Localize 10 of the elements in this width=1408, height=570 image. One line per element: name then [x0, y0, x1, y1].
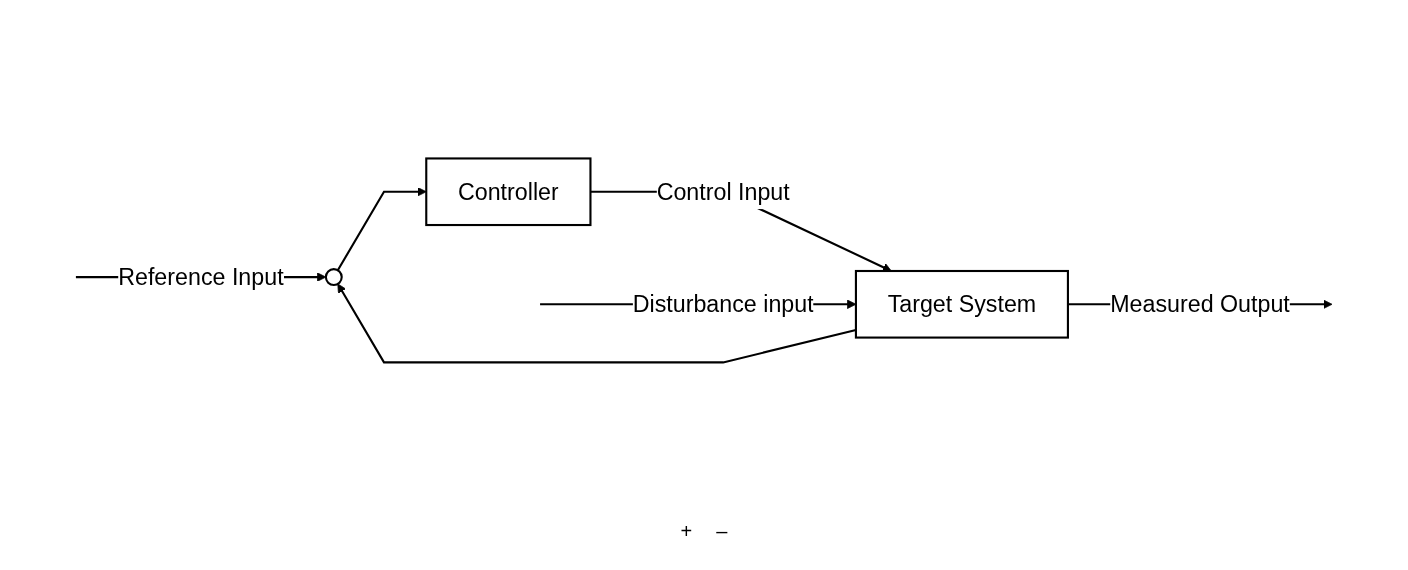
sign-label: +: [680, 520, 693, 543]
edge-label: Control Input: [656, 178, 790, 205]
node-box: Target System: [854, 269, 1069, 339]
edge-label: Disturbance input: [632, 290, 814, 318]
sign-label: –: [716, 520, 728, 543]
node-box: Controller: [425, 156, 592, 226]
arrow: [336, 186, 427, 271]
edge-label: Reference Input: [118, 263, 284, 290]
edge-label: Measured Output: [1110, 290, 1290, 318]
node-circle: [324, 267, 343, 286]
